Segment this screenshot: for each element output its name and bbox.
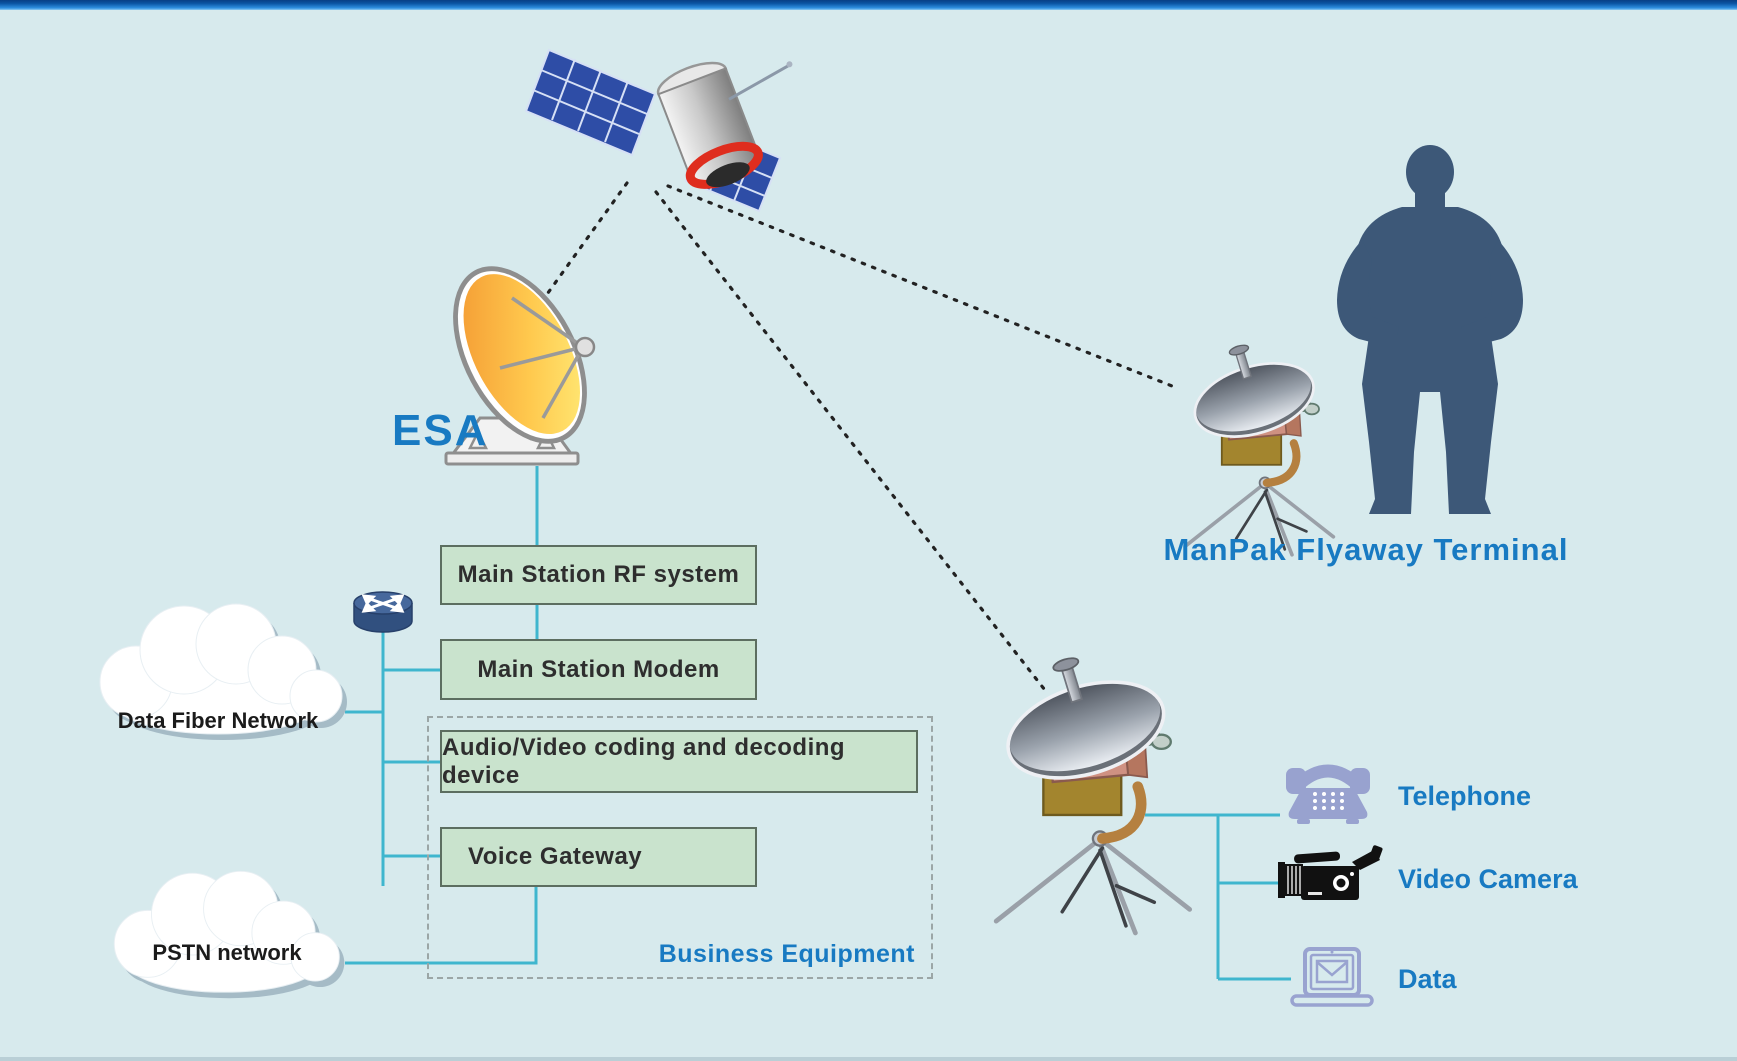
box-label: Main Station RF system bbox=[457, 561, 740, 588]
video-camera-label: Video Camera bbox=[1398, 864, 1578, 894]
business-equipment-group: Business Equipment bbox=[427, 716, 933, 979]
esa-dish-icon bbox=[444, 266, 596, 466]
data-label: Data bbox=[1398, 964, 1457, 994]
satellite-icon bbox=[524, 48, 793, 213]
box-voice-gateway: Voice Gateway bbox=[440, 827, 757, 887]
telephone-label: Telephone bbox=[1398, 781, 1532, 811]
bottom-accent-bar bbox=[0, 1057, 1737, 1061]
laptop-mail-icon bbox=[1290, 947, 1374, 1007]
satellite-links bbox=[543, 181, 1174, 696]
video-camera-icon bbox=[1278, 845, 1383, 900]
manpak-terminal-icon bbox=[1179, 328, 1333, 554]
data-fiber-network-label: Data Fiber Network bbox=[117, 708, 319, 733]
box-label: Main Station Modem bbox=[477, 655, 720, 683]
box-av-coding-decoding-device: Audio/Video coding and decoding device bbox=[440, 730, 918, 793]
link-satellite-manpak bbox=[666, 184, 1174, 388]
top-accent-bar bbox=[0, 0, 1737, 10]
cloud-pstn-network bbox=[113, 870, 345, 999]
telephone-icon bbox=[1286, 764, 1370, 824]
cloud-data-fiber-network bbox=[99, 603, 347, 740]
business-equipment-label: Business Equipment bbox=[658, 940, 915, 968]
box-main-station-modem: Main Station Modem bbox=[440, 639, 757, 700]
box-main-station-rf-system: Main Station RF system bbox=[440, 545, 757, 605]
manpak-terminal-label: ManPak Flyaway Terminal bbox=[1163, 532, 1569, 567]
router-icon bbox=[353, 591, 413, 633]
connector-lines bbox=[345, 466, 1291, 981]
pstn-network-label: PSTN network bbox=[152, 940, 302, 965]
person-silhouette-icon bbox=[1337, 145, 1523, 514]
flyaway-terminal-icon bbox=[988, 636, 1190, 933]
esa-label: ESA bbox=[392, 406, 489, 455]
link-satellite-esa bbox=[543, 181, 629, 299]
box-label: Audio/Video coding and decoding device bbox=[442, 733, 846, 789]
box-label: Voice Gateway bbox=[468, 843, 643, 870]
link-satellite-terminal bbox=[654, 190, 1050, 696]
